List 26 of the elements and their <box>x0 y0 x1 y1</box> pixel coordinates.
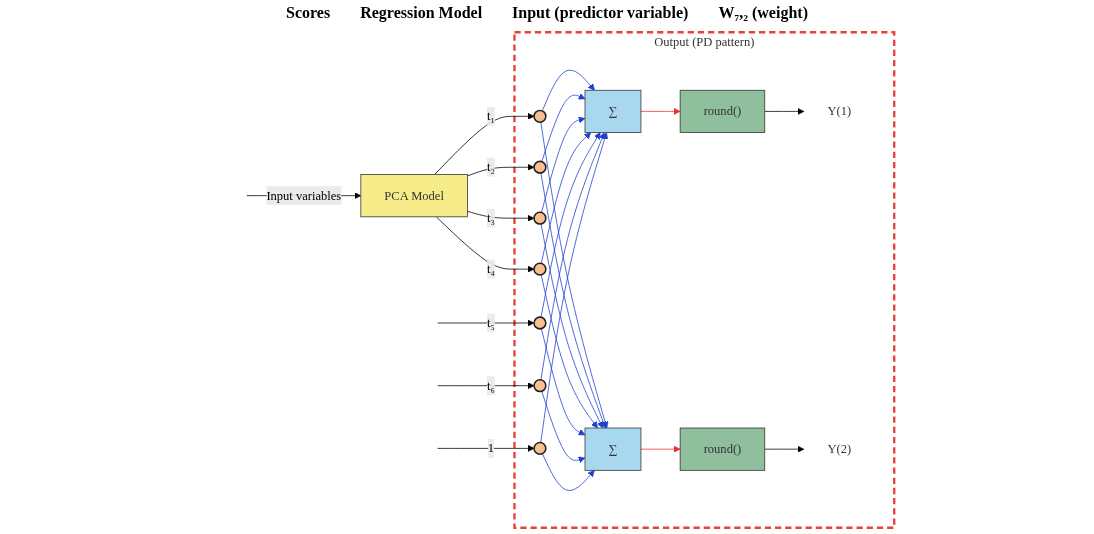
node-box: PCA Model <box>360 174 468 218</box>
note-label: Scores <box>286 4 331 22</box>
node-circle <box>533 316 547 330</box>
edge-label: t₂ <box>487 160 495 174</box>
note-label: Input (predictor variable) <box>512 4 689 22</box>
node-box: ∑ <box>584 427 642 471</box>
node-circle <box>533 211 547 225</box>
node-circle <box>533 160 547 174</box>
note-label: Regression Model <box>360 4 483 22</box>
edge-label: t₅ <box>487 315 495 330</box>
node-circle <box>533 109 547 123</box>
node-box: ∑ <box>584 89 642 133</box>
edge-label: t₃ <box>487 211 495 225</box>
node-circle <box>533 441 547 456</box>
node-circle <box>533 379 547 393</box>
note-label: W₇,₂ (weight) <box>718 4 808 22</box>
edge-label: 1 <box>487 441 495 455</box>
edge-label: t₁ <box>487 109 495 123</box>
edge-label: t₆ <box>487 378 495 392</box>
node-box: round() <box>679 427 766 471</box>
node-text: Y(1) <box>827 104 852 118</box>
node-box: round() <box>679 89 766 133</box>
edge-label: Input variables <box>266 188 342 202</box>
edge-label: t₄ <box>487 262 495 276</box>
node-circle <box>533 262 547 276</box>
node-text: Y(2) <box>827 442 852 456</box>
